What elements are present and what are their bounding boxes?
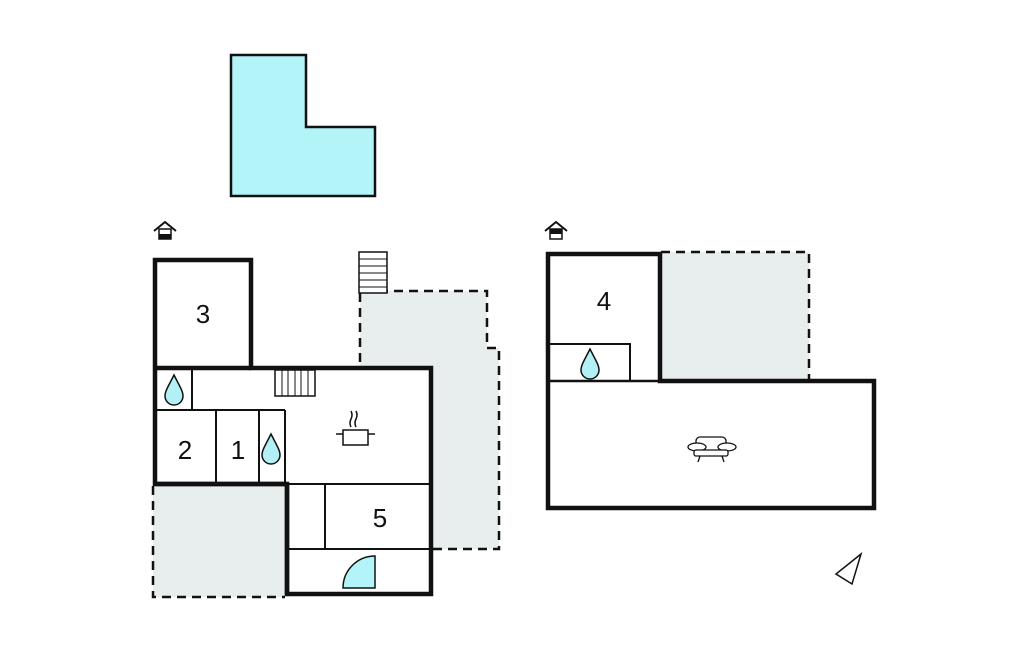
house-icon — [544, 220, 568, 240]
room-label-4: 4 — [597, 286, 611, 316]
water-drop-icon — [164, 373, 184, 406]
north-arrow-icon — [834, 551, 863, 586]
ground-floor-plan: 3 2 1 5 — [151, 220, 501, 599]
water-drop-icon — [580, 347, 600, 380]
terrace-east — [360, 291, 499, 549]
stairs-indoor — [274, 369, 316, 397]
water-drop-icon — [261, 432, 281, 465]
inner-walls — [153, 368, 433, 550]
stairs-outdoor — [358, 251, 388, 294]
upper-floor-plan: 4 — [544, 220, 877, 511]
terrace-upper — [661, 252, 809, 381]
terrace-southwest-outline — [151, 486, 285, 599]
outer-walls-upper — [545, 251, 877, 511]
terrace-upper-outline — [661, 250, 811, 381]
building-ground — [155, 260, 431, 594]
sofa-icon — [687, 436, 737, 463]
room-label-1: 1 — [231, 435, 245, 465]
room-label-5: 5 — [373, 503, 387, 533]
house-icon — [153, 220, 177, 240]
kitchen-pot-icon — [336, 410, 375, 446]
terrace-east-outline — [358, 289, 501, 551]
terrace-southwest — [153, 486, 285, 597]
pool — [229, 53, 377, 198]
room-label-2: 2 — [178, 435, 192, 465]
door-swing-icon — [342, 555, 376, 589]
room-label-3: 3 — [196, 299, 210, 329]
